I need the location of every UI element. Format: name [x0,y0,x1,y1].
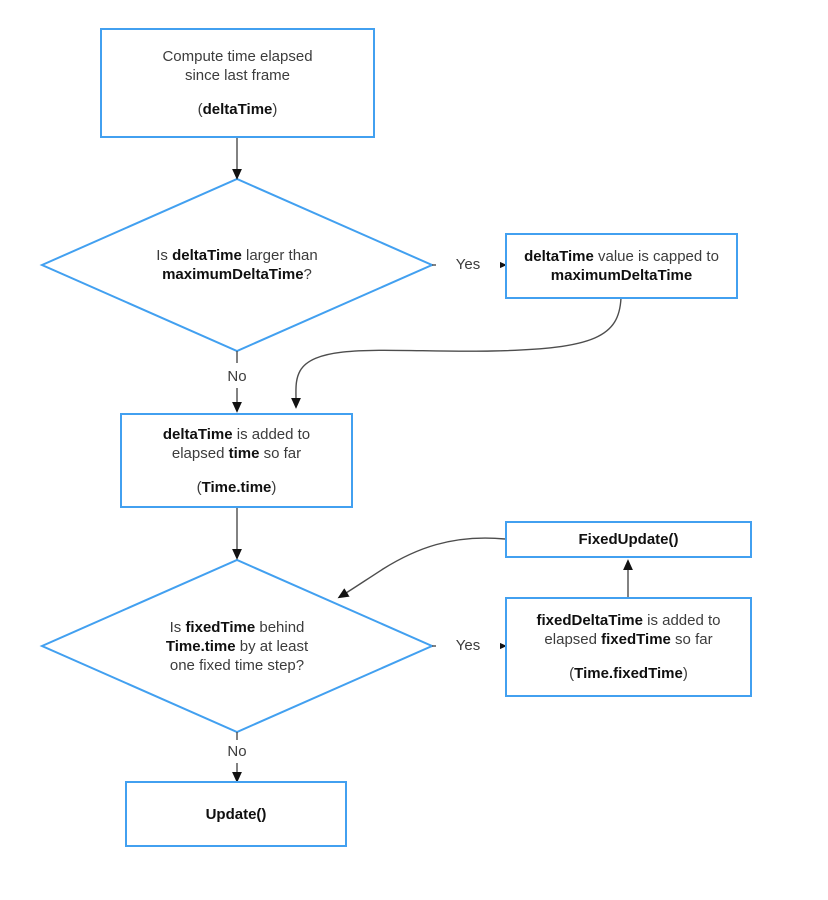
code-term: Time.fixedTime [574,665,683,682]
text-segment: is added to [642,612,721,629]
decision-max-delta-text: Is deltaTime larger than maximumDeltaTim… [107,242,367,288]
text-line: fixedDeltaTime is added to [537,611,721,630]
text-segment: larger than [241,247,318,264]
text-segment: behind [255,618,305,636]
node-fixed-update: FixedUpdate() [505,521,752,558]
code-term: deltaTime [172,247,242,264]
code-term: Time.time [201,478,272,496]
node-add-delta-time: deltaTime is added to elapsed time so fa… [120,413,353,508]
edge-capped-to-add-time-curve [291,297,622,409]
text-segment: so far [670,631,713,648]
decision-fixed-step-text: Is fixedTime behind Time.time by at leas… [102,615,372,677]
code-term: deltaTime [524,248,594,265]
text-line: FixedUpdate() [578,530,678,549]
text-segment: one fixed time step? [169,656,305,674]
text-segment: elapsed [171,444,229,462]
code-term: Time.time [165,637,236,655]
text-line: Is deltaTime larger than [156,246,317,265]
text-segment: ) [271,478,277,496]
text-segment: ) [682,665,688,682]
edge-fixed-update-to-decision-curve [337,537,506,599]
text-line: Update() [206,805,267,824]
edge-label-yes-capped: Yes [436,256,500,274]
code-term: maximumDeltaTime [550,267,693,284]
text-line: maximumDeltaTime? [162,265,312,284]
text-segment: value is capped to [593,248,719,265]
text-segment: by at least [235,637,309,655]
code-term: fixedTime [601,631,671,648]
text-line: since last frame [185,66,290,85]
code-term: time [228,444,260,462]
code-term: deltaTime [202,101,273,118]
text-segment: so far [259,444,302,462]
edge-label-no-capped: No [207,368,267,386]
text-segment: ( [197,101,203,118]
text-line: Time.time by at least [166,637,308,656]
code-term: deltaTime [162,425,233,443]
text-segment: Is [169,618,186,636]
text-line: Compute time elapsed [162,47,312,66]
text-line: (Time.time) [197,478,277,497]
text-segment: since last frame [184,67,291,84]
node-update: Update() [125,781,347,847]
text-line: maximumDeltaTime [551,266,692,285]
text-segment: is added to [232,425,311,443]
node-delta-time-capped: deltaTime value is capped to maximumDelt… [505,233,738,299]
node-add-fixed-delta-time: fixedDeltaTime is added to elapsed fixed… [505,597,752,697]
text-line: elapsed time so far [172,444,301,463]
text-line: Is fixedTime behind [170,618,305,637]
text-segment: ? [303,266,312,283]
text-line: deltaTime value is capped to [524,247,719,266]
edge-label-yes-fixed: Yes [436,637,500,655]
edge-label-no-fixed: No [207,743,267,761]
text-line: elapsed fixedTime so far [544,630,712,649]
text-segment: ) [272,101,278,118]
node-compute-delta-time: Compute time elapsed since last frame (d… [100,28,375,138]
text-line: (Time.fixedTime) [569,664,688,683]
text-segment: ( [569,665,575,682]
code-term: FixedUpdate() [578,531,679,548]
code-term: fixedDeltaTime [536,612,643,629]
text-segment: Is [156,247,173,264]
text-segment: Compute time elapsed [162,48,313,65]
text-line: (deltaTime) [198,100,278,119]
text-segment: ( [196,478,202,496]
code-term: Update() [205,805,267,823]
text-segment: elapsed [544,631,602,648]
code-term: maximumDeltaTime [162,266,304,283]
text-line: one fixed time step? [170,656,304,675]
code-term: fixedTime [185,618,256,636]
text-line: deltaTime is added to [163,425,310,444]
